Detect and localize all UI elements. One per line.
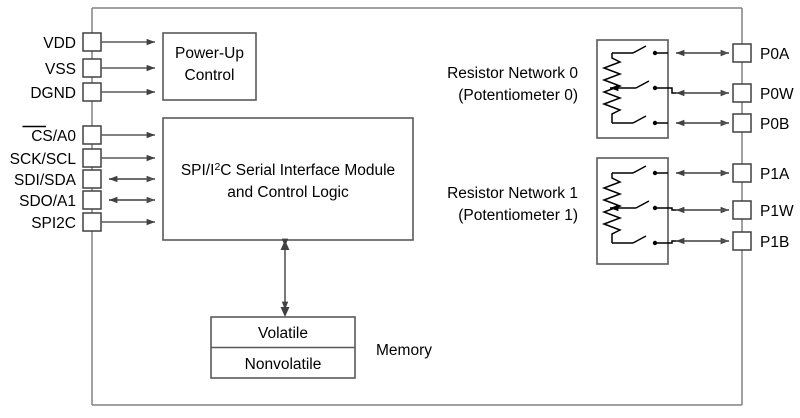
- pin-vdd-pad[interactable]: [82, 32, 102, 52]
- resistor-network-0-label-line1: Resistor Network 0: [447, 65, 578, 82]
- resistor-network-0-switch-w: [609, 80, 668, 92]
- resistor-network-1-label-line2: (Potentiometer 1): [458, 207, 578, 224]
- pin-spi2c-label: SPI2C: [31, 215, 76, 232]
- pin-vss[interactable]: VSS: [45, 58, 156, 78]
- pin-sdo-a1-pad[interactable]: [82, 190, 102, 210]
- pin-spi2c-pad[interactable]: [82, 212, 102, 232]
- power-up-control-label-line1: Power-Up: [175, 45, 244, 62]
- pin-vdd[interactable]: VDD: [43, 32, 156, 52]
- pin-p1b[interactable]: P1B: [732, 231, 789, 251]
- pin-p1a[interactable]: P1A: [732, 163, 790, 183]
- pin-sck-scl-pad[interactable]: [82, 148, 102, 168]
- pin-p0w[interactable]: P0W: [732, 83, 794, 103]
- resistor-network-0-switch-b: [632, 115, 668, 126]
- pin-dgnd[interactable]: DGND: [30, 82, 156, 102]
- pin-sdo-a1[interactable]: SDO/A1: [19, 190, 156, 210]
- pin-p1b-pad[interactable]: [732, 231, 752, 251]
- resistor-network-1-switch-w: [609, 200, 668, 212]
- memory-label: Memory: [376, 342, 432, 359]
- pin-p0a-label: P0A: [760, 46, 790, 63]
- pin-p0w-label: P0W: [760, 86, 794, 103]
- pin-p1a-label: P1A: [760, 166, 790, 183]
- pin-sdi-sda[interactable]: SDI/SDA: [14, 169, 156, 189]
- pin-p0a[interactable]: P0A: [732, 43, 790, 63]
- memory-block: Volatile Nonvolatile Memory: [210, 316, 432, 379]
- power-up-control-label-line2: Control: [185, 67, 235, 84]
- pin-vss-pad[interactable]: [82, 58, 102, 78]
- resistor-network-1-box: [596, 157, 669, 265]
- resistor-network-0-switch-a: [632, 45, 668, 56]
- pin-spi2c[interactable]: SPI2C: [31, 212, 156, 232]
- pin-sck-scl-label: SCK/SCL: [10, 151, 77, 168]
- pin-p0b-pad[interactable]: [732, 113, 752, 133]
- resistor-network-1-label-line1: Resistor Network 1: [447, 185, 578, 202]
- pin-p1w[interactable]: P1W: [732, 200, 794, 220]
- pin-cs-a0-pad[interactable]: [82, 125, 102, 145]
- pin-p0w-pad[interactable]: [732, 83, 752, 103]
- memory-nonvolatile-label: Nonvolatile: [245, 356, 322, 373]
- pin-p1b-label: P1B: [760, 234, 789, 251]
- serial-interface-to-memory-connector: [280, 238, 290, 317]
- resistor-network-1-switch-a: [632, 165, 668, 176]
- pin-cs-a0-label: CS/A0: [31, 128, 76, 145]
- pin-p0b[interactable]: P0B: [732, 113, 789, 133]
- pin-p1w-pad[interactable]: [732, 200, 752, 220]
- pin-sdi-sda-label: SDI/SDA: [14, 172, 77, 189]
- pin-p1w-label: P1W: [760, 203, 794, 220]
- resistor-network-0: Resistor Network 0 (Potentiometer 0): [447, 39, 730, 139]
- serial-interface-label-line1: SPI/I2C Serial Interface Module: [181, 161, 395, 179]
- resistor-network-0-label-line2: (Potentiometer 0): [458, 87, 578, 104]
- pin-p0a-pad[interactable]: [732, 43, 752, 63]
- pin-sdi-sda-pad[interactable]: [82, 169, 102, 189]
- pin-dgnd-pad[interactable]: [82, 82, 102, 102]
- pin-p1a-pad[interactable]: [732, 163, 752, 183]
- pin-dgnd-label: DGND: [30, 85, 76, 102]
- resistor-network-1-pin-links: [668, 169, 730, 245]
- resistor-network-0-resistor-element: [601, 52, 633, 124]
- pin-vdd-label: VDD: [43, 35, 76, 52]
- resistor-network-0-pin-links: [668, 49, 730, 127]
- resistor-network-1-switch-b: [632, 235, 668, 246]
- resistor-network-1: Resistor Network 1 (Potentiometer 1): [447, 157, 730, 265]
- pin-vss-label: VSS: [45, 61, 76, 78]
- serial-interface-block: SPI/I2C Serial Interface Module and Cont…: [162, 117, 414, 241]
- serial-interface-label-pre: SPI/I: [181, 162, 215, 179]
- power-up-control-block: Power-Up Control: [162, 32, 257, 101]
- serial-interface-label-line2: and Control Logic: [227, 184, 349, 201]
- pin-cs-a0[interactable]: CS/A0: [22, 125, 156, 145]
- pin-sdo-a1-label: SDO/A1: [19, 193, 76, 210]
- serial-interface-label-post: C Serial Interface Module: [220, 162, 395, 179]
- serial-interface-label-superscript: 2: [214, 161, 220, 173]
- memory-volatile-label: Volatile: [258, 325, 308, 342]
- resistor-network-1-resistor-element: [601, 172, 633, 244]
- pin-p0b-label: P0B: [760, 116, 789, 133]
- pin-sck-scl[interactable]: SCK/SCL: [10, 148, 156, 168]
